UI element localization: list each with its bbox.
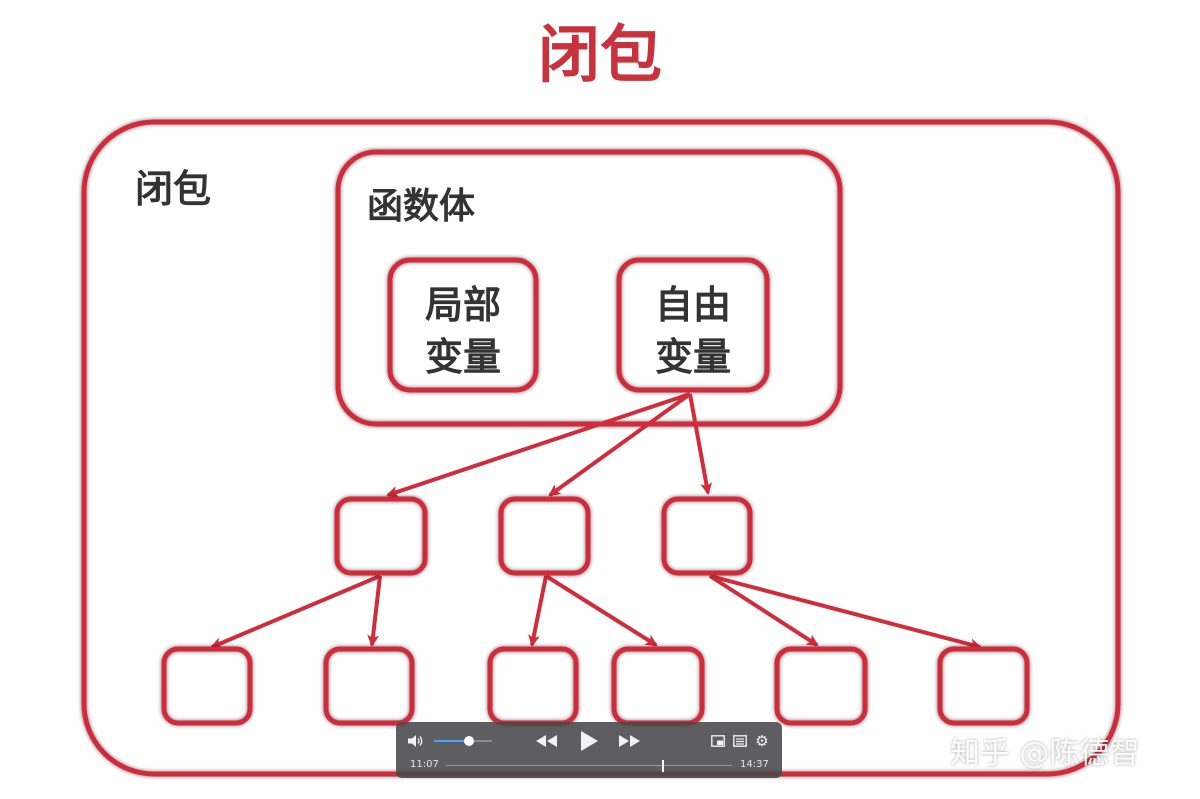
bottom-node-3 bbox=[487, 646, 579, 726]
volume-knob[interactable] bbox=[463, 736, 474, 746]
volume-level bbox=[434, 740, 469, 742]
middle-node-1 bbox=[334, 496, 428, 576]
local-variable-line-2: 变量 bbox=[425, 335, 501, 379]
function-body-box bbox=[335, 149, 843, 427]
total-time: 14:37 bbox=[740, 759, 769, 770]
arrow-mid1-to-bot1 bbox=[210, 574, 381, 649]
bottom-node-2 bbox=[323, 646, 415, 726]
bottom-node-5 bbox=[774, 646, 868, 726]
middle-node-3 bbox=[661, 496, 753, 576]
video-player-controls: ⚙ 11:07 14:37 bbox=[396, 722, 782, 778]
closure-box bbox=[81, 119, 1121, 777]
arrow-mid3-to-bot5 bbox=[708, 574, 819, 647]
local-variable-line-1: 局部 bbox=[425, 283, 501, 327]
playhead[interactable] bbox=[661, 760, 664, 772]
bottom-node-6 bbox=[937, 646, 1030, 726]
arrow-mid2-to-bot3 bbox=[528, 575, 548, 647]
arrow-free-to-mid-3 bbox=[688, 393, 713, 495]
progress-bar[interactable] bbox=[446, 760, 732, 772]
arrow-mid2-to-bot4 bbox=[544, 574, 658, 647]
middle-node-2 bbox=[498, 496, 591, 576]
arrow-free-to-mid-1 bbox=[386, 392, 691, 498]
speaker-icon[interactable] bbox=[406, 731, 426, 751]
volume-slider[interactable] bbox=[434, 736, 492, 746]
free-variable-box bbox=[616, 257, 770, 393]
free-variable-line-2: 变量 bbox=[655, 335, 731, 379]
current-time: 11:07 bbox=[410, 759, 439, 770]
arrow-mid1-to-bot2 bbox=[367, 575, 382, 647]
watermark: 知乎 @陈德智 bbox=[950, 736, 1140, 771]
play-icon[interactable] bbox=[576, 728, 602, 754]
picture-in-picture-icon[interactable] bbox=[710, 733, 726, 749]
function-body-label: 函数体 bbox=[367, 186, 475, 227]
fast-forward-icon[interactable] bbox=[616, 731, 642, 751]
rewind-icon[interactable] bbox=[534, 731, 560, 751]
chapters-icon[interactable] bbox=[732, 733, 748, 749]
arrow-free-to-mid-2 bbox=[548, 392, 692, 497]
closure-label: 闭包 bbox=[135, 167, 211, 211]
slide-title: 闭包 bbox=[538, 18, 662, 91]
free-variable-line-1: 自由 bbox=[655, 283, 731, 327]
bottom-node-4 bbox=[611, 646, 705, 726]
local-variable-box bbox=[387, 257, 539, 393]
arrow-mid3-to-bot6 bbox=[709, 574, 982, 651]
gear-icon[interactable]: ⚙ bbox=[755, 732, 769, 750]
bottom-node-1 bbox=[161, 646, 253, 726]
